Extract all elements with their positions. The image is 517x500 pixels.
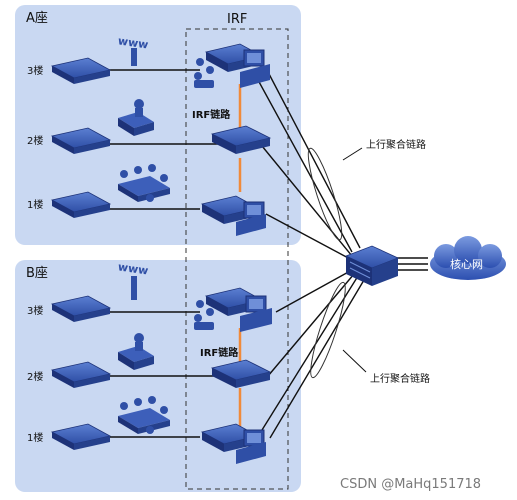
- uplink-aggregation-ring-top: [307, 147, 343, 241]
- uplink-aggregation-ring-bottom: [310, 281, 346, 379]
- aggregation-switch-icon: [204, 43, 270, 88]
- single-user-icon: [118, 333, 154, 370]
- user-group-icon: [194, 300, 214, 330]
- wireless-ap-icon: www: [117, 34, 149, 66]
- floor-label-b2: 2楼: [27, 370, 43, 383]
- aggregation-switch-icon: [210, 125, 272, 154]
- irf-link-label-b: IRF链路: [200, 346, 239, 359]
- watermark: CSDN @MaHq151718: [340, 477, 481, 492]
- uplink-pointer-top: [342, 147, 363, 161]
- single-user-icon: [118, 99, 154, 136]
- access-switch-icon: [50, 191, 112, 218]
- floor-label-a1: 1楼: [27, 198, 43, 211]
- access-switch-icon: [50, 57, 112, 84]
- access-switch-icon: [50, 295, 112, 322]
- uplink-cables: [257, 71, 428, 439]
- floor-label-b3: 3楼: [27, 304, 43, 317]
- irf-boundary: [185, 28, 289, 490]
- aggregation-switch-icon: [204, 287, 272, 332]
- cloud-icon: [430, 236, 506, 280]
- wireless-ap-icon: www: [117, 260, 149, 300]
- floor-label-a3: 3楼: [27, 64, 43, 77]
- svg-text:www: www: [117, 34, 149, 51]
- aggregation-switch-icon: [200, 423, 266, 464]
- irf-title: IRF: [227, 12, 247, 27]
- core-network-label: 核心网: [450, 257, 483, 271]
- user-group-icon: [194, 58, 214, 88]
- access-switch-icon: [50, 127, 112, 154]
- access-switch-icon: [50, 361, 112, 388]
- aggregation-switch-icon: [200, 195, 266, 236]
- core-switch-icon: [344, 245, 400, 286]
- meeting-room-icon: [118, 164, 170, 202]
- zone-a-title: A座: [26, 11, 48, 26]
- floor-label-b1: 1楼: [27, 431, 43, 444]
- access-cables: [103, 69, 218, 438]
- uplink-label-top: 上行聚合链路: [366, 138, 426, 151]
- uplink-label-bottom: 上行聚合链路: [370, 372, 430, 385]
- svg-text:www: www: [117, 260, 149, 277]
- access-switch-icon: [50, 423, 112, 450]
- zone-b-title: B座: [26, 266, 48, 281]
- meeting-room-icon: [118, 396, 170, 434]
- aggregation-switch-icon: [210, 359, 272, 388]
- uplink-pointer-bottom: [342, 349, 367, 373]
- floor-label-a2: 2楼: [27, 134, 43, 147]
- irf-link-label-a: IRF链路: [192, 108, 231, 121]
